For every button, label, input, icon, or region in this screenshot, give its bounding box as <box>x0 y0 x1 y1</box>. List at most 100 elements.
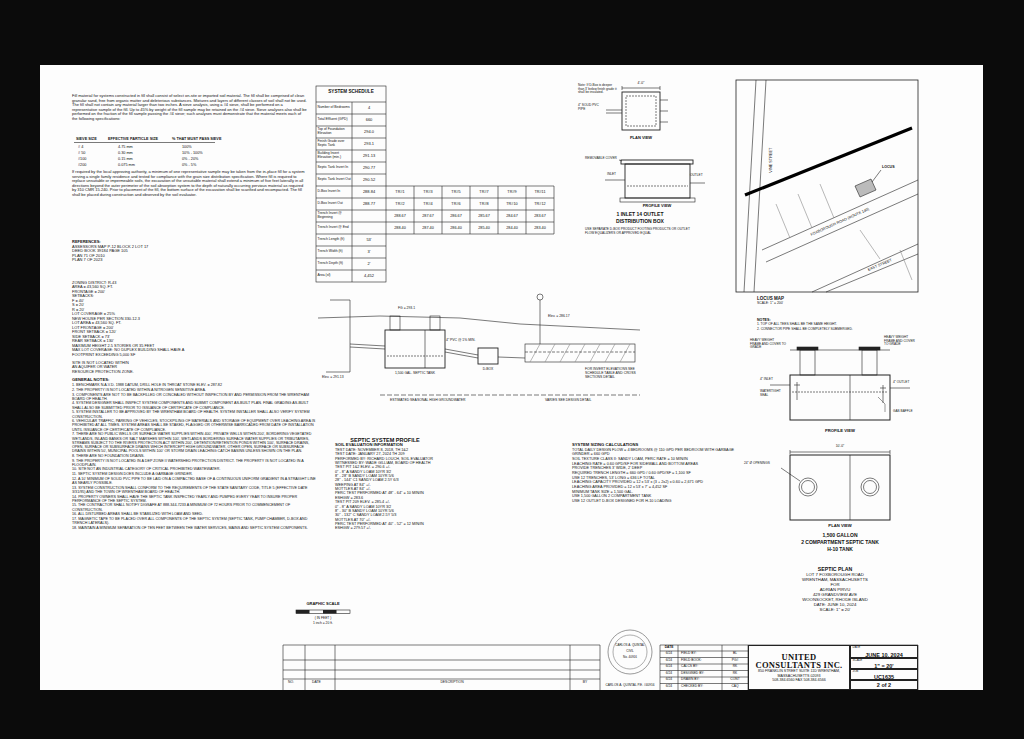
row-label: Septic Tank Invert Out <box>318 175 352 186</box>
dbox-label: INLET <box>607 173 616 177</box>
calc-line: LEACHING RATE = 0.60 GPD/SF FOR SIDEWALL… <box>572 462 737 466</box>
cell-value: 288.40 <box>387 226 414 230</box>
dbox-label: REMOVABLE COVER <box>585 157 619 161</box>
general-note: 3. COMPONENTS ARE NOT TO BE BACKFILLED O… <box>72 393 317 402</box>
tank-label: HEAVY WEIGHT FRAME AND COVER TO GRADE <box>884 336 918 347</box>
cell-value: TR#5 <box>443 190 470 194</box>
sieve-cell: SIEVE SIZE <box>76 137 97 141</box>
cell-value: 294.0 <box>353 130 385 135</box>
cell-value: 4 <box>353 106 385 111</box>
cell-value: JUNE 10, 2024 <box>851 646 917 658</box>
zoning-line: SETBACKS: <box>72 294 197 298</box>
soil-line: 0" - 8" A SANDY LOAM 10YR 3/2 <box>335 505 515 509</box>
tank-label: PROFILE VIEW <box>815 429 865 434</box>
sieve-cell: % THAT MUST PASS SIEVE <box>172 137 221 141</box>
soil-line: WEEPING AT 84" +/- <box>335 483 515 487</box>
general-note: 17. MAGNETIC TAPE TO BE PLACED OVER ALL … <box>72 517 317 526</box>
soil-line: PERFORMED BY: RICHARD LOUCH, SOIL EVALUA… <box>335 457 515 461</box>
soil-line: TEST DATE: JANUARY 27, 2024 TH 209 <box>335 452 515 456</box>
text-column: If required by the local approving autho… <box>72 170 307 198</box>
text-column: SOIL EVALUATION INFORMATIONTEST DATE: NO… <box>335 443 515 531</box>
tank-label: PLAN VIEW <box>815 524 865 529</box>
row-label: Trench Depth (ft) <box>318 259 352 270</box>
tank-label: NOTES: <box>757 318 771 322</box>
cell-value: 6/24 <box>661 685 677 689</box>
dbox-label: DISTRIBUTION BOX <box>595 219 685 225</box>
cell-value: 284.40 <box>499 226 526 230</box>
company-info: 508-384-6560 FAX 508-384-6566 <box>772 678 826 682</box>
cell-value: 283.67 <box>527 214 554 218</box>
calc-line: TOTAL DAILY DESIGN FLOW = 4 BEDROOMS @ 1… <box>572 448 737 457</box>
cell-value: TR#10 <box>499 202 526 206</box>
soil-line: ESHGW = 279.57 +/- <box>335 526 515 530</box>
map-label: LOCUS <box>882 165 895 169</box>
row-label: Building Invert Elevation (min.) <box>318 151 352 162</box>
soil-line: SOIL EVALUATION INFORMATION <box>335 443 515 448</box>
soil-line: TEST PIT 1&2 ELEV. = 290.6 +/- <box>335 465 515 469</box>
revision-header: NO. <box>288 681 294 685</box>
tank-label: 10'-0" <box>830 445 850 449</box>
cell-value: TR#6 <box>443 202 470 206</box>
tank-label: 4" OUTLET <box>893 381 909 385</box>
text-column: GENERAL NOTES:1. BENCHMARK N.A.V.D. 1988… <box>72 378 317 531</box>
sieve-cell: #200 <box>78 163 86 167</box>
row-label: Total Effluent (GPD) <box>318 115 352 126</box>
site-note: RESOURCE PROTECTION ZONE. <box>72 370 182 374</box>
general-note: 8. THERE ARE NO FOUNDATION DRAINS. <box>72 454 317 458</box>
general-note: 12. A 10' MINIMUM OF SOLID PVC PIPE TO B… <box>72 477 317 486</box>
sieve-cell: #100 <box>78 157 86 161</box>
company-info: 850 FRANKLIN STREET SUITE 11D WRENTHAM, … <box>751 669 847 677</box>
row-label: DRAWN BY: <box>681 678 699 682</box>
calc-line: LEACHING AREA PROVIDED = 12 x 53' x 7' =… <box>572 485 737 489</box>
soil-line: WITNESSED BY: WADE GILLIAM, BOARD OF HEA… <box>335 461 515 465</box>
profile-label: D-BOX <box>478 368 498 372</box>
title-block-cell: SCALE1" = 20' <box>850 658 918 669</box>
dbox-label: Note: If D-Box is deeper than 3' below f… <box>578 84 618 95</box>
cell-value: 6/24 <box>661 659 677 663</box>
soil-line: 0" - 8" A SANDY LOAM 10YR 3/2 <box>335 470 515 474</box>
cell-value: TR#9 <box>499 190 526 194</box>
calc-line: MINIMUM TANK SIZE = 1,500 GAL. <box>572 490 737 494</box>
text-column: ZONING DISTRICT: R-43AREA = 43,560 SQ. F… <box>72 281 197 357</box>
company-name: UNITED CONSULTANTS INC. <box>751 653 847 669</box>
cell-value: TR#12 <box>527 202 554 206</box>
sieve-cell: 0% - 20% <box>182 157 198 161</box>
table-heading: DATE <box>661 646 677 650</box>
calc-line: PROVIDE TRENCHES 3' WIDE, 2' DEEP <box>572 466 737 470</box>
cell-value: CONT <box>723 678 747 682</box>
soil-line: MOTTLES AT 84" +/- <box>335 487 515 491</box>
seal-text: CARLOS A. QUINTAL <box>614 644 646 647</box>
text-column: SITE IS NOT LOCATED WITHINAN AQUIFER OR … <box>72 361 182 374</box>
cell-value: CAQ <box>723 685 747 689</box>
cell-value: TR#11 <box>527 190 554 194</box>
row-label: FIELD BY: <box>681 652 696 656</box>
revision-header: DESCRIPTION <box>422 681 482 685</box>
cell-value: 286.67 <box>443 214 470 218</box>
cell-value: 6/24 <box>661 672 677 676</box>
general-note: 15. THE CONTRACTOR SHALL NOTIFY DIGSAFE … <box>72 503 317 512</box>
seal-text: CIVIL <box>620 650 640 653</box>
cell-value: 2 of 2 <box>851 681 917 690</box>
cell-value: 287.40 <box>415 226 442 230</box>
soil-line: 8" - 30" B SANDY LOAM 10YR 5/6 <box>335 509 515 513</box>
row-label: CHECKED BY: <box>681 685 703 689</box>
revision-header: DATE <box>312 681 321 685</box>
dbox-label: 1 INLET 14 OUTLET <box>595 212 685 218</box>
title-block-cell: DATEJUNE 10, 2024 <box>850 645 918 658</box>
title-line: SCALE: 1" = 20' <box>780 608 890 613</box>
row-label: DESIGNED BY: <box>681 672 704 676</box>
cell-value: BL <box>723 652 747 656</box>
cell-value: 290.52 <box>353 178 385 183</box>
cell-value: 290.77 <box>353 166 385 171</box>
soil-line: TEST DATE: NOVEMBER 8, 2018, TH 1&2 <box>335 448 515 452</box>
general-note: 1. BENCHMARK N.A.V.D. 1988 DATUM, DRILL … <box>72 383 317 387</box>
tank-label: 2 COMPARTMENT SEPTIC TANK <box>785 540 895 546</box>
profile-label: VARIES SEE DESIGN DETAIL <box>545 399 591 403</box>
general-note: 14. PROPERTY OWNERS SHALL HAVE THE SEPTI… <box>72 495 317 504</box>
row-label: Trench Length (ft) <box>318 235 352 246</box>
soil-line: ESHGW = 283.6 <box>335 496 515 500</box>
row-label: D-Box Invert In <box>318 187 352 198</box>
tank-label: 2. CONNECTOR PIPE SHALL BE COMPLETELY SU… <box>757 328 853 332</box>
cell-value: 291.13 <box>353 154 385 159</box>
